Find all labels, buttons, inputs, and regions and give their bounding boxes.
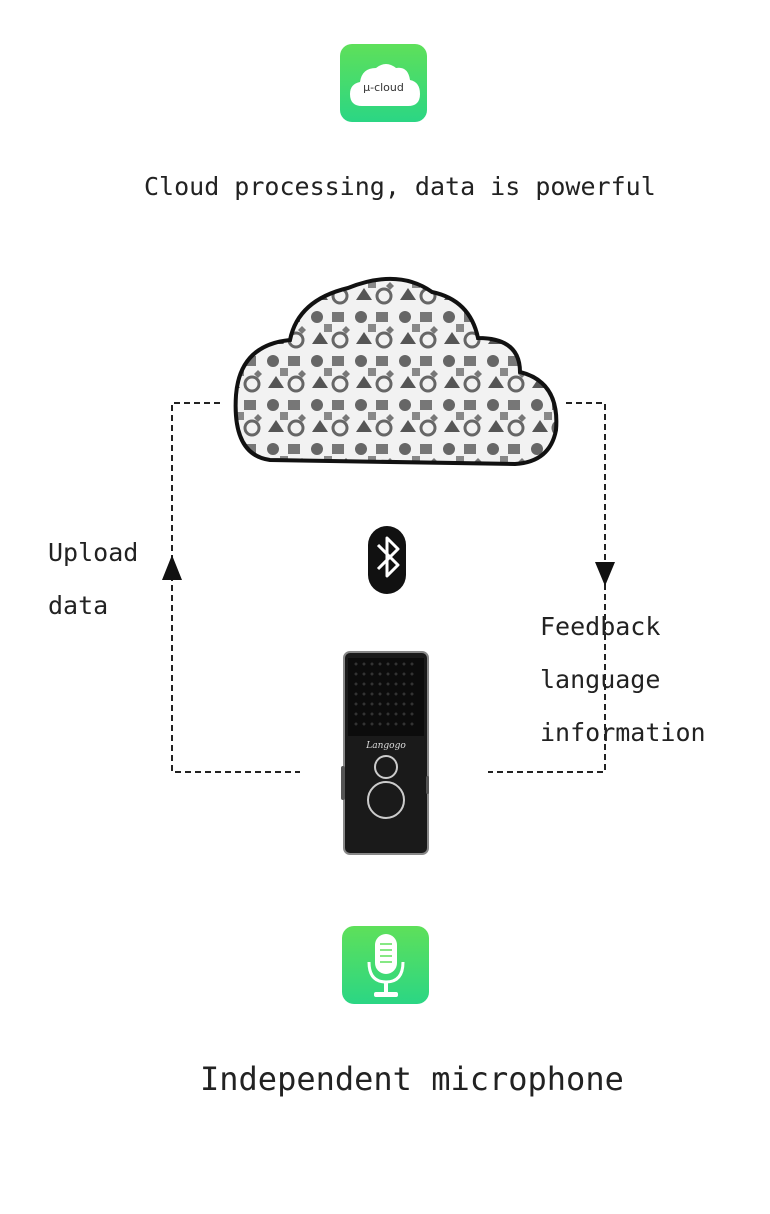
mu-cloud-app-icon: μ-cloud [340, 44, 427, 122]
upload-arrow [171, 402, 300, 773]
headline: Cloud processing, data is powerful [144, 172, 656, 201]
feedback-arrow [488, 402, 606, 773]
upload-arrowhead [162, 555, 182, 580]
upload-label-line-1: Upload [48, 538, 139, 567]
feedback-label: Feedback language information [540, 600, 706, 759]
feedback-label-line-3: information [540, 718, 706, 747]
microphone-icon [367, 934, 405, 997]
cloud-icon [350, 64, 420, 106]
microphone-app-icon [342, 926, 429, 1004]
footer-caption: Independent microphone [200, 1060, 624, 1098]
feedback-label-line-2: language [540, 665, 661, 694]
device-brand: Langogo [365, 741, 406, 751]
upload-label: Upload data [48, 526, 138, 632]
translator-device: Langogo [341, 651, 429, 855]
mu-cloud-label: μ-cloud [363, 81, 404, 94]
feedback-arrowhead [595, 562, 615, 586]
bluetooth-icon [368, 526, 406, 594]
feedback-label-line-1: Feedback [540, 612, 661, 641]
data-cloud-icon [233, 277, 559, 467]
upload-label-line-2: data [48, 591, 109, 620]
